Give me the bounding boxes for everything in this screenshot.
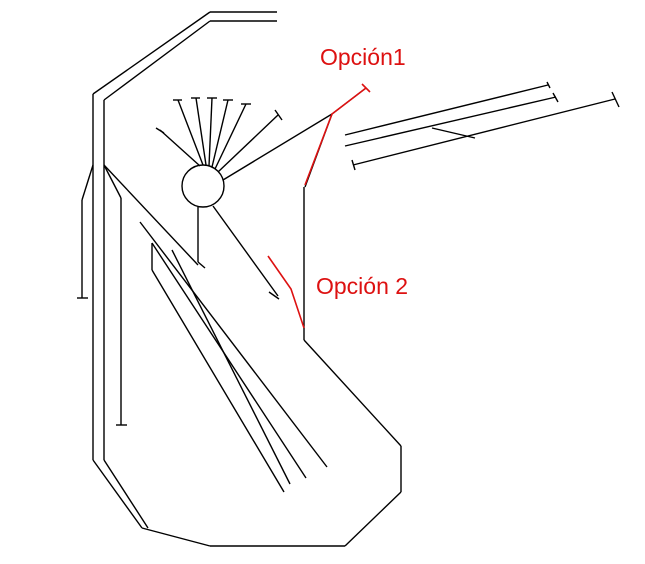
track-segment xyxy=(352,98,616,166)
track-segment xyxy=(141,527,211,547)
track-segment xyxy=(103,20,211,101)
track-segment xyxy=(151,269,285,493)
track-segment xyxy=(546,81,551,89)
track-segment xyxy=(211,99,229,168)
turntable xyxy=(181,164,225,208)
track-segment xyxy=(274,109,283,121)
track-segment xyxy=(151,242,307,479)
track-segment xyxy=(92,11,211,95)
option1-buffer-stop xyxy=(361,83,371,93)
track-segment xyxy=(103,459,149,529)
option1-label: Opción1 xyxy=(320,44,406,70)
track-segment xyxy=(344,491,402,547)
track-segment xyxy=(303,339,402,447)
track-segment xyxy=(611,91,620,108)
track-segment xyxy=(195,97,207,166)
option2-label: Opción 2 xyxy=(316,273,408,299)
track-segment xyxy=(214,103,247,170)
track-segment xyxy=(431,127,476,139)
track-segment xyxy=(155,127,165,134)
track-segment xyxy=(344,96,557,147)
track-segment xyxy=(159,129,201,167)
track-segment xyxy=(139,221,328,468)
track-segment xyxy=(268,291,280,300)
track-segment xyxy=(92,459,143,529)
track-segment xyxy=(81,164,94,201)
option2-track xyxy=(267,255,305,329)
track-segment xyxy=(171,249,291,485)
turntable-circle xyxy=(181,164,225,208)
rail-track-network xyxy=(77,11,620,547)
track-segment xyxy=(222,113,333,181)
track-segment xyxy=(208,97,213,167)
track-segment xyxy=(177,99,204,166)
track-segment xyxy=(217,114,279,173)
track-segment xyxy=(552,92,559,103)
track-segment xyxy=(351,159,356,171)
track-segment xyxy=(212,205,279,297)
track-segment xyxy=(103,164,199,266)
track-segment xyxy=(197,261,206,269)
track-segment xyxy=(103,164,122,199)
track-segment xyxy=(344,84,549,136)
option-tracks xyxy=(267,83,371,329)
option1-track xyxy=(304,87,367,186)
